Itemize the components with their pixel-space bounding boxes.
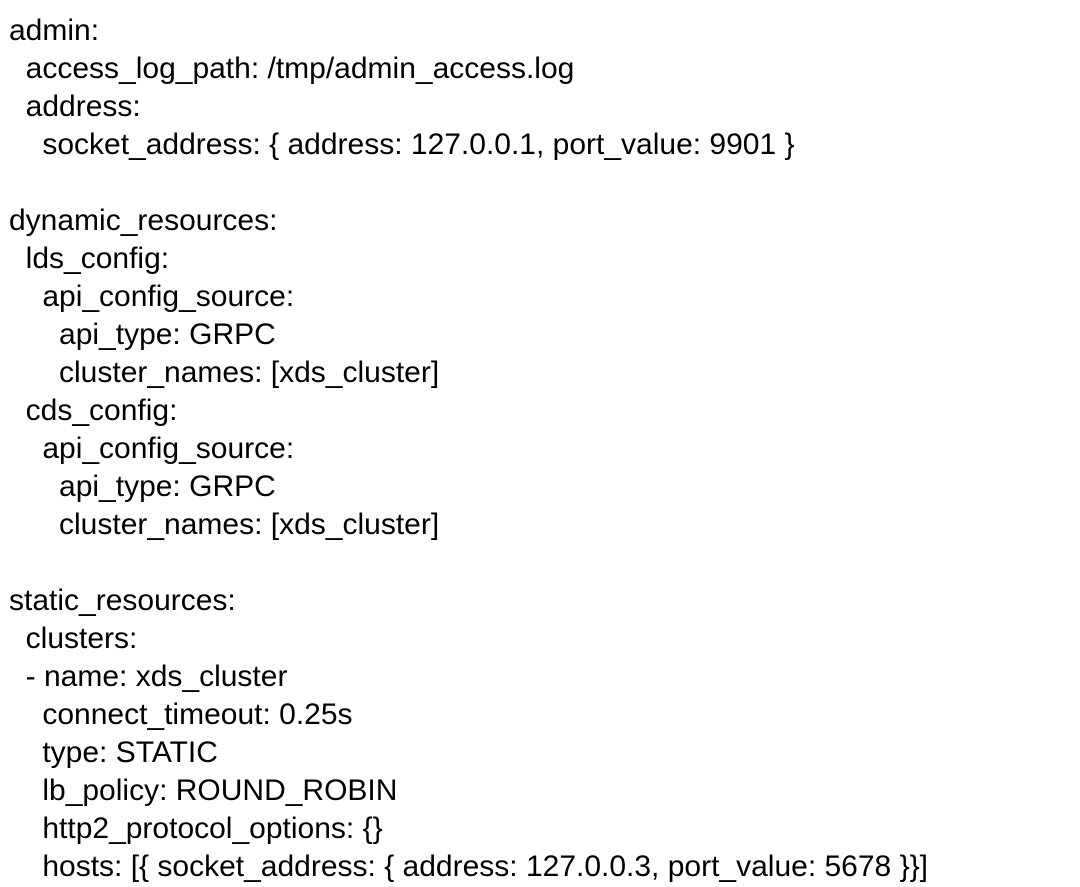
code-line: http2_protocol_options: {} (9, 812, 383, 845)
code-line: cluster_names: [xds_cluster] (9, 356, 440, 389)
code-line: cds_config: (9, 394, 178, 427)
code-line-blank (9, 544, 1080, 582)
code-line-blank (9, 164, 1080, 202)
code-line: dynamic_resources: (9, 204, 278, 237)
code-line: clusters: (9, 622, 138, 655)
code-line: cluster_names: [xds_cluster] (9, 508, 440, 541)
code-line: api_config_source: (9, 432, 295, 465)
code-line: type: STATIC (9, 736, 218, 769)
code-line: api_config_source: (9, 280, 295, 313)
code-line: hosts: [{ socket_address: { address: 127… (9, 850, 928, 883)
code-line: admin: (9, 14, 100, 47)
code-line: socket_address: { address: 127.0.0.1, po… (9, 128, 795, 161)
code-line: api_type: GRPC (9, 318, 276, 351)
yaml-config-text: admin: access_log_path: /tmp/admin_acces… (9, 12, 1080, 886)
code-line: - name: xds_cluster (9, 660, 288, 693)
code-line: api_type: GRPC (9, 470, 276, 503)
code-line: lb_policy: ROUND_ROBIN (9, 774, 398, 807)
code-line: lds_config: (9, 242, 170, 275)
code-line: address: (9, 90, 141, 123)
code-line: access_log_path: /tmp/admin_access.log (9, 52, 575, 85)
code-line: connect_timeout: 0.25s (9, 698, 353, 731)
code-line: static_resources: (9, 584, 236, 617)
